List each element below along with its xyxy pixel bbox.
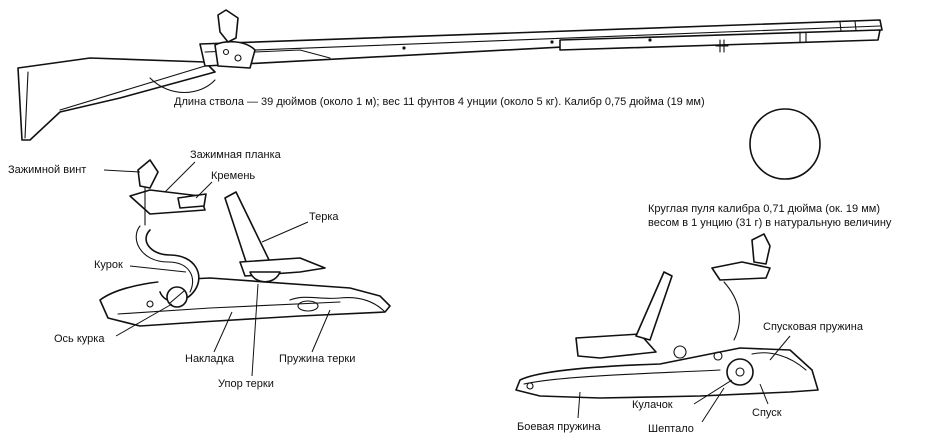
- ball-caption-line1: Круглая пуля калибра 0,71 дюйма (ок. 19 …: [648, 203, 880, 215]
- label-cock-axis: Ось курка: [54, 333, 105, 345]
- leader-frizzen-stop: [251, 283, 259, 377]
- ball-caption-line2: весом в 1 унцию (31 г) в натуральную вел…: [648, 217, 892, 229]
- label-jaw-screw: Зажимной винт: [8, 164, 86, 176]
- label-mainspring: Боевая пружина: [517, 421, 601, 433]
- leader-top-jaw: [164, 161, 196, 193]
- musket-drawing: [17, 9, 883, 141]
- label-tumbler: Кулачок: [632, 399, 673, 411]
- label-sear-spring: Спусковая пружина: [763, 321, 864, 333]
- leader-frizzen-spring: [311, 309, 331, 353]
- leader-cock: [129, 265, 187, 273]
- leader-lockplate: [213, 311, 233, 353]
- label-trigger-release: Спуск: [752, 407, 782, 419]
- leader-flint: [195, 181, 213, 199]
- label-lockplate: Накладка: [185, 353, 235, 365]
- leader-jaw-screw: [103, 169, 141, 173]
- label-flint: Кремень: [211, 170, 255, 182]
- label-cock: Курок: [94, 259, 123, 271]
- leader-cock-axis: [115, 303, 173, 337]
- label-top-jaw: Зажимная планка: [190, 149, 282, 161]
- lock-outside-drawing: [99, 159, 391, 327]
- label-frizzen: Терка: [309, 211, 339, 223]
- ball-circle: [749, 108, 821, 180]
- leader-sear: [701, 387, 725, 423]
- lock-inside-drawing: [515, 233, 819, 399]
- label-frizzen-spring: Пружина терки: [279, 353, 355, 365]
- leader-trigger-release: [759, 383, 769, 405]
- label-frizzen-stop: Упор терки: [218, 378, 274, 390]
- leader-tumbler: [693, 379, 733, 405]
- leader-sear-spring: [769, 335, 791, 361]
- leader-frizzen: [261, 221, 309, 243]
- leader-mainspring: [577, 391, 581, 419]
- label-sear: Шептало: [648, 423, 694, 435]
- musket-caption: Длина ствола — 39 дюймов (около 1 м); ве…: [174, 96, 705, 108]
